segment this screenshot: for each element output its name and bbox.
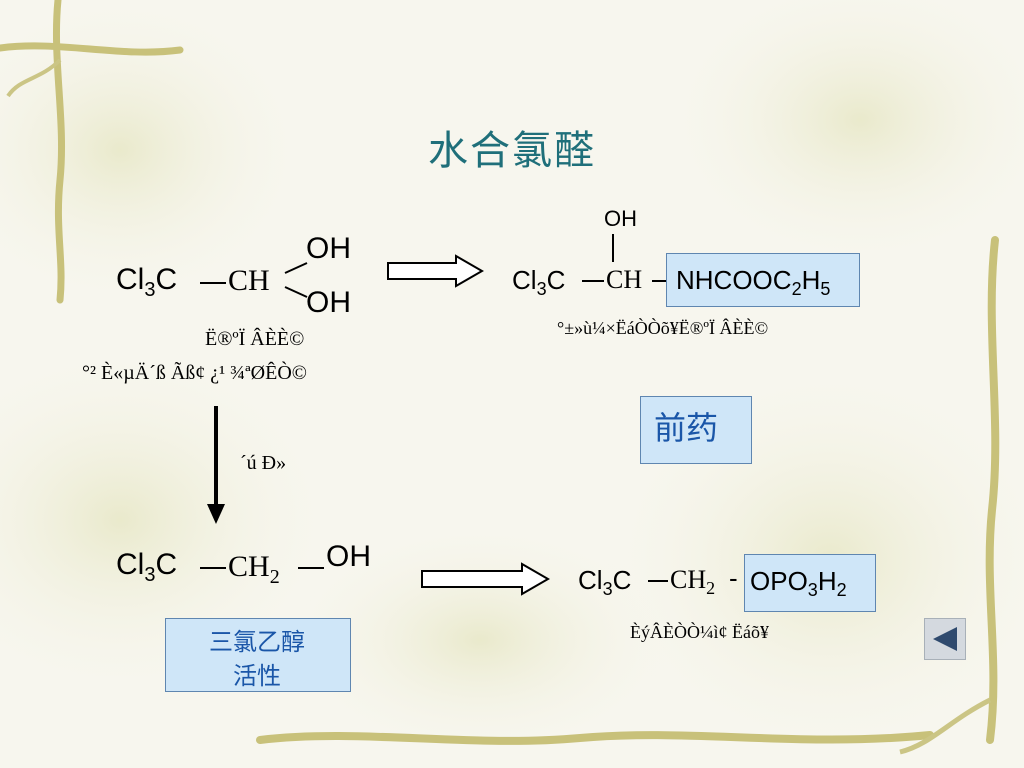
active-label: 活性 — [233, 662, 281, 690]
formula-cl3c-top-right: Cl3C — [512, 265, 566, 300]
bond-line — [648, 580, 668, 582]
oh-top-right-label: OH — [604, 206, 637, 231]
opo3h2-group: OPO3H2 — [750, 566, 847, 601]
bond-line — [298, 567, 324, 569]
formula-cl3c-top-left: Cl3C — [116, 263, 178, 301]
slide-title: 水合氯醛 — [428, 128, 596, 174]
trichloroethanol-box — [165, 618, 351, 692]
trichloroethanol-label: 三氯乙醇 — [209, 628, 305, 656]
back-button[interactable] — [924, 618, 966, 660]
prodrug-box — [640, 396, 752, 464]
caption-phosphate: ÈýÂÈÒÒ¼ì¢ Ëáõ¥ — [630, 622, 769, 642]
bond-line — [200, 282, 226, 284]
nhcooc2h5-group: NHCOOC2H5 — [676, 265, 831, 300]
ch-group-top-right: CH — [606, 265, 643, 294]
formula-cl3c-bottom-right: Cl3C — [578, 565, 632, 600]
back-triangle-icon — [933, 627, 957, 651]
bond-line — [582, 280, 604, 282]
arrow-right-bottom — [421, 562, 551, 596]
ch2-group-bottom-left: CH2 — [228, 550, 280, 588]
highlight-box-phosphate — [744, 554, 876, 612]
oh-bottom-label: OH — [306, 286, 351, 319]
formula-cl3c-bottom-left: Cl3C — [116, 548, 178, 586]
caption-hypnotic: °² È«µÄ´ß Ãß¢ ¿¹ ¾ªØÊÒ© — [82, 362, 307, 384]
bond-vertical — [612, 234, 614, 262]
bond-line — [200, 567, 226, 569]
caption-chloral-hydrate: Ë®ºÏ ÂÈÈ© — [205, 328, 305, 350]
dash-bond: - — [729, 563, 738, 593]
caption-carbamate: °±»ù¼×ËáÒÒõ¥Ë®ºÏ ÂÈÈ© — [557, 318, 769, 338]
oh-bottom-left-label: OH — [326, 540, 371, 573]
ch2-group-bottom-right: CH2 — [670, 565, 716, 599]
arrow-down-metabolism — [207, 406, 225, 524]
bond-branch — [284, 262, 308, 298]
arrow-right-top — [387, 254, 485, 288]
ch-group-top-left: CH — [228, 264, 270, 297]
metabolism-label: ´ú Ð» — [240, 452, 287, 474]
highlight-box-carbamate — [666, 253, 860, 307]
prodrug-label: 前药 — [654, 409, 719, 447]
oh-top-label: OH — [306, 232, 351, 265]
